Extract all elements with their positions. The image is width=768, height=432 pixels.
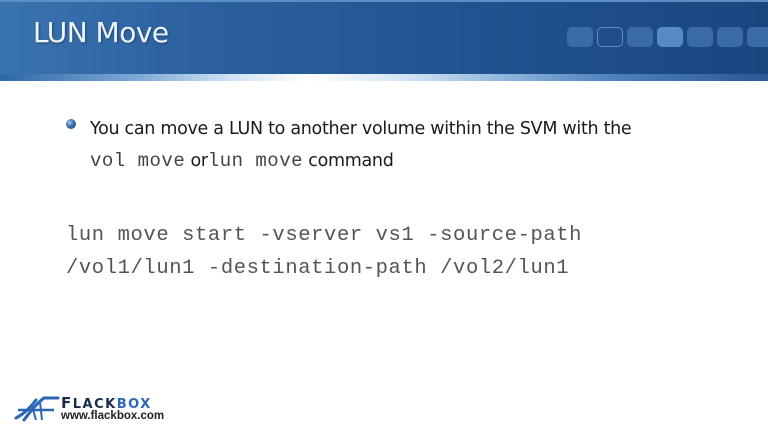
command-example: lun move start -vserver vs1 -source-path…	[66, 219, 582, 285]
nav-dot-6	[717, 27, 743, 47]
slide-nav-indicator	[567, 27, 768, 47]
command-line-2: /vol1/lun1 -destination-path /vol2/lun1	[66, 257, 570, 280]
nav-dot-5	[687, 27, 713, 47]
logo-url: www.flackbox.com	[61, 410, 165, 422]
nav-dot-2	[597, 27, 623, 47]
logo-brand-name: FLACKBOX	[61, 394, 152, 412]
flackbox-bridge-icon	[14, 396, 60, 422]
header-divider	[0, 74, 768, 81]
bullet-line-1: You can move a LUN to another volume wit…	[90, 119, 632, 139]
bullet-line-2: vol move orlun move command	[90, 145, 730, 177]
slide-title: LUN Move	[33, 16, 169, 49]
flackbox-logo: FLACKBOX www.flackbox.com	[14, 392, 164, 426]
nav-dot-3	[627, 27, 653, 47]
nav-dot-7	[747, 27, 768, 47]
command-line-1: lun move start -vserver vs1 -source-path	[66, 224, 583, 247]
inline-code-vol-move: vol move	[90, 150, 186, 172]
bullet-tail: command	[308, 151, 394, 171]
bullet-joiner: or	[190, 151, 208, 171]
nav-dot-1	[567, 27, 593, 47]
inline-code-lun-move: lun move	[207, 150, 304, 172]
slide-header: LUN Move	[0, 0, 768, 80]
bullet-icon	[66, 119, 76, 129]
bullet-point: You can move a LUN to another volume wit…	[90, 113, 730, 177]
nav-dot-4-active	[657, 27, 683, 47]
